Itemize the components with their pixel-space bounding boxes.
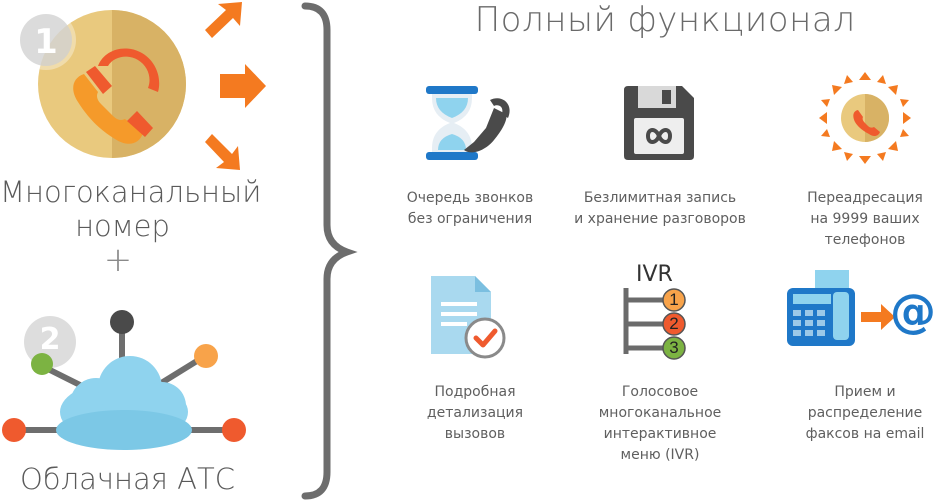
ivr-option-2-icon: [662, 312, 686, 336]
label-line-2: номер: [75, 209, 170, 243]
cloud-pbx-graphic: [2, 310, 246, 450]
feature-line: Переадресация: [807, 190, 923, 206]
feature-fax-label: Прием и распределение факсов на email: [785, 382, 938, 445]
feature-details-label: Подробная детализация вызовов: [400, 382, 550, 445]
ivr-option-1-label: 1: [669, 290, 679, 309]
feature-line: Очередь звонков: [406, 190, 534, 206]
ivr-option-1-icon: [662, 288, 686, 312]
phone-redirect-icon: [819, 72, 911, 164]
step-1-number: 1: [34, 22, 58, 62]
email-at-icon: @: [890, 284, 936, 338]
ivr-title: IVR: [636, 262, 673, 287]
fax-email-icon: [787, 270, 895, 346]
feature-line: Голосовое: [621, 384, 699, 400]
feature-queue-label: Очередь звонков без ограничения: [395, 188, 545, 230]
multichannel-number-graphic: [16, 2, 266, 170]
arrow-right-icon: [861, 304, 895, 330]
feature-line: меню (IVR): [620, 447, 700, 463]
fax-paper: [815, 270, 849, 292]
cloud-pbx-label: Облачная АТС: [20, 462, 235, 496]
hourglass-phone-icon: [426, 86, 510, 160]
node-green-icon: [31, 353, 53, 375]
arrow-right-icon: [220, 64, 266, 108]
phone-circle-icon: [38, 10, 186, 158]
feature-line: телефонов: [824, 232, 906, 248]
node-red-right-icon: [222, 418, 246, 442]
node-red-left-icon: [2, 418, 26, 442]
node-orange-icon: [194, 344, 218, 368]
feature-line: вызовов: [444, 426, 506, 442]
plus-sign: +: [103, 240, 133, 280]
feature-line: без ограничения: [407, 211, 533, 227]
curly-brace-divider: [301, 2, 358, 500]
floppy-infinity-icon: [624, 86, 694, 160]
arrow-up-right-icon: [205, 2, 242, 38]
ivr-option-3-label: 3: [669, 338, 679, 357]
feature-redirect-label: Переадресация на 9999 ваших телефонов: [785, 188, 938, 251]
node-dark-icon: [110, 310, 134, 334]
ivr-menu-icon: [623, 288, 686, 360]
cloud-icon: [56, 356, 192, 450]
arrow-down-right-icon: [205, 134, 240, 170]
feature-line: факсов на email: [805, 426, 925, 442]
feature-ivr-label: Голосовое многоканальное интерактивное м…: [580, 382, 740, 466]
feature-line: и хранение разговоров: [574, 211, 746, 227]
feature-line: распределение: [807, 405, 923, 421]
step-2-number: 2: [39, 322, 61, 357]
label-line-1: Многоканальный: [0, 175, 262, 209]
feature-line: детализация: [426, 405, 524, 421]
ivr-option-3-icon: [662, 336, 686, 360]
document-check-icon: [431, 276, 506, 359]
step-1-badge: [16, 10, 76, 70]
feature-line: многоканальное: [598, 405, 722, 421]
multichannel-number-label: Многоканальный номер: [0, 175, 262, 243]
feature-line: Безлимитная запись: [583, 190, 737, 206]
feature-line: Подробная: [434, 384, 516, 400]
ivr-option-2-label: 2: [669, 314, 679, 333]
feature-line: Прием и: [834, 384, 896, 400]
feature-recording-label: Безлимитная запись и хранение разговоров: [570, 188, 750, 230]
feature-line: интерактивное: [603, 426, 717, 442]
features-title: Полный функционал: [474, 0, 856, 40]
feature-line: на 9999 ваших: [810, 211, 920, 227]
